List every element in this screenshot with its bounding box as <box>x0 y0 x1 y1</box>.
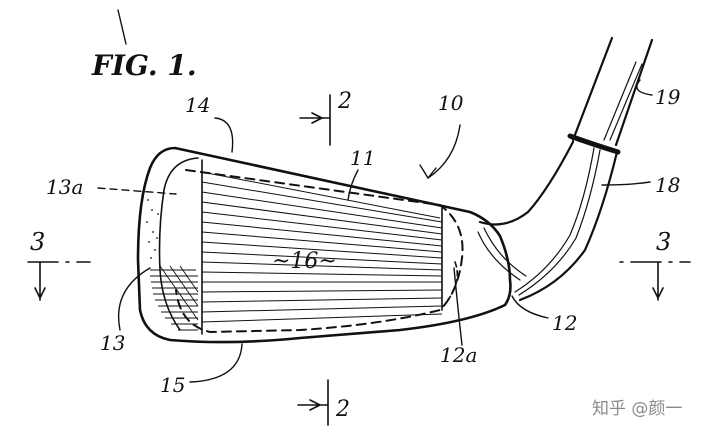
section-line-2-top <box>299 94 331 146</box>
label-13a: 13a <box>46 175 83 199</box>
label-16: ~16~ <box>272 249 337 274</box>
shaft <box>571 36 654 147</box>
section-2-top-label: 2 <box>337 89 352 114</box>
section-3-right-label: 3 <box>656 228 671 256</box>
club-head-outline <box>136 146 512 344</box>
section-2-bottom-label: 2 <box>335 397 350 422</box>
label-10: 10 <box>438 91 464 115</box>
toe-stippling <box>146 199 159 259</box>
section-3-left-label: 3 <box>30 228 45 256</box>
hosel-inner-curve <box>447 261 459 301</box>
label-19: 19 <box>655 85 681 109</box>
label-15: 15 <box>160 373 185 397</box>
figure-title: FIG. 1. <box>91 49 197 82</box>
face-grooves <box>201 171 443 323</box>
section-line-3-left <box>27 261 91 301</box>
section-line-2-bottom <box>297 379 329 426</box>
section-line-3-right <box>619 261 691 301</box>
watermark: 知乎 @颜一 <box>592 399 682 419</box>
toe-inner-edge <box>158 157 199 331</box>
label-11: 11 <box>350 146 375 170</box>
label-13: 13 <box>100 331 125 355</box>
label-12a: 12a <box>440 343 477 367</box>
cavity-dashed-outline <box>175 169 464 333</box>
ferrule <box>567 133 621 155</box>
toe-hatching <box>150 265 199 331</box>
title-mark <box>117 9 127 45</box>
label-18: 18 <box>655 173 680 197</box>
leader-lines <box>97 79 653 383</box>
hosel <box>477 140 619 302</box>
label-14: 14 <box>185 93 210 117</box>
label-12: 12 <box>552 311 577 335</box>
